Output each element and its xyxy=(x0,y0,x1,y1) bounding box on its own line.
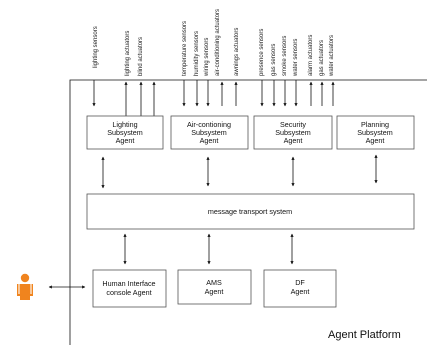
sensor-label: wiring sensors xyxy=(204,38,210,77)
sensor-label: awnings actuators xyxy=(234,28,240,76)
sensor-label: humidity sensors xyxy=(194,31,200,76)
agent-label: Subsystem xyxy=(275,128,311,137)
agent-label: DF xyxy=(295,278,305,287)
sensor-label: blind actuators xyxy=(138,37,144,76)
platform-label: Agent Platform xyxy=(328,329,401,341)
security-sensor-labels: presence sensors gas sensors smoke senso… xyxy=(259,29,335,77)
platform-border xyxy=(69,79,427,345)
agent-label: console Agent xyxy=(106,288,151,297)
person-icon xyxy=(17,273,33,300)
agent-label: Agent xyxy=(291,287,310,296)
agent-label: Lighting xyxy=(112,120,137,129)
agent-label: Agent xyxy=(116,136,135,145)
agent-label: Subsystem xyxy=(191,128,227,137)
agent-label: Subsystem xyxy=(107,128,143,137)
agent-label: Agent xyxy=(284,136,303,145)
sensor-label: air-conditioning actuators xyxy=(215,9,221,76)
agent-label: Agent xyxy=(200,136,219,145)
planning-agent-box: Planning Subsystem Agent xyxy=(336,115,415,150)
agent-label: Agent xyxy=(366,136,385,145)
aircon-agent-box: Air-contioning Subsystem Agent xyxy=(170,115,249,150)
lighting-sensor-labels: lighting sensors lighting actuators blin… xyxy=(93,26,144,76)
lighting-agent-box: Lighting Subsystem Agent xyxy=(86,115,164,150)
sensor-label: alarm actuators xyxy=(308,35,314,76)
agent-label: Planning xyxy=(361,120,389,129)
df-agent-box: DF Agent xyxy=(263,269,337,308)
sensor-label: temperature sensors xyxy=(182,21,188,76)
sensor-label: gas sensors xyxy=(271,44,277,76)
sensor-label: gas actuators xyxy=(319,40,325,76)
agent-label: Human Interface xyxy=(102,279,155,288)
io-arrows xyxy=(92,80,335,116)
message-transport-box: message transport system xyxy=(86,193,415,230)
agent-label: Agent xyxy=(205,287,224,296)
agent-label: Security xyxy=(280,120,306,129)
sensor-label: lighting actuators xyxy=(125,31,131,76)
ams-agent-box: AMS Agent xyxy=(177,269,252,305)
sensor-label: water sensors xyxy=(293,39,299,77)
sensor-label: water actuators xyxy=(329,35,335,77)
agent-label: Subsystem xyxy=(357,128,393,137)
agent-label: Air-contioning xyxy=(187,120,231,129)
sensor-label: presence sensors xyxy=(259,29,265,76)
sensor-label: smoke sensors xyxy=(282,36,288,76)
aircon-sensor-labels: temperature sensors humidity sensors wir… xyxy=(182,9,240,77)
security-agent-box: Security Subsystem Agent xyxy=(253,115,333,150)
message-transport-label: message transport system xyxy=(208,207,292,216)
hic-agent-box: Human Interface console Agent xyxy=(92,269,167,308)
sensor-label: lighting sensors xyxy=(93,26,99,68)
agent-label: AMS xyxy=(206,278,222,287)
mts-arrows xyxy=(101,154,378,265)
